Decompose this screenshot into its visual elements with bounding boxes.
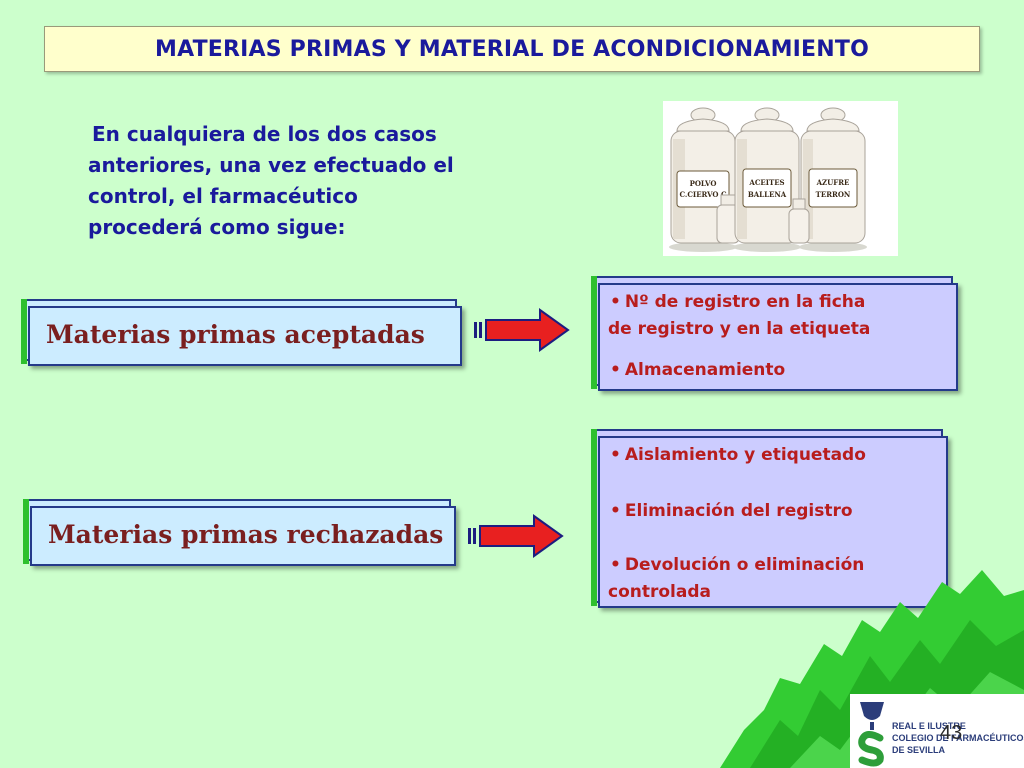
logo-line: DE SEVILLA bbox=[892, 745, 946, 755]
jars-illustration: POLVO C.CIERVO C ACEITES BALLENA AZUFRE … bbox=[663, 101, 898, 256]
jar-1: POLVO C.CIERVO C bbox=[670, 107, 736, 244]
category-accent-bar bbox=[23, 499, 29, 564]
list-item-continuation: controlada bbox=[608, 579, 711, 606]
bullet-icon: • bbox=[610, 360, 621, 380]
logo-line: COLEGIO DE FARMACÉUTICOS bbox=[892, 733, 1024, 743]
category-accepted: Materias primas aceptadas bbox=[21, 299, 462, 366]
bullet-icon: • bbox=[610, 555, 621, 575]
bullet-icon: • bbox=[610, 445, 621, 465]
jar-2-label-1: ACEITES bbox=[748, 178, 784, 187]
bullet-icon: • bbox=[610, 292, 621, 312]
list-item-text: Aislamiento y etiquetado bbox=[624, 445, 866, 465]
apothecary-jars-photo: POLVO C.CIERVO C ACEITES BALLENA AZUFRE … bbox=[663, 101, 898, 256]
small-bottle-right bbox=[788, 198, 810, 244]
category-rejected: Materias primas rechazadas bbox=[23, 499, 456, 566]
list-item-text: Devolución o eliminación bbox=[624, 555, 865, 575]
list-item-text: Nº de registro en la ficha bbox=[624, 292, 866, 312]
list-item: •Aislamiento y etiquetado bbox=[610, 442, 866, 469]
title-box: MATERIAS PRIMAS Y MATERIAL DE ACONDICION… bbox=[44, 26, 980, 72]
jar-3-label-2: TERRON bbox=[816, 190, 851, 199]
college-name: REAL E ILUSTRE COLEGIO DE FARMACÉUTICOS … bbox=[892, 720, 1024, 756]
list-accent-bar bbox=[591, 276, 597, 389]
rejected-actions-box: •Aislamiento y etiquetado •Eliminación d… bbox=[591, 429, 948, 608]
jar-2: ACEITES BALLENA bbox=[734, 107, 800, 244]
logo-line: REAL E ILUSTRE bbox=[892, 721, 966, 731]
arrow-right-icon bbox=[474, 308, 570, 352]
bullet-icon: • bbox=[610, 501, 621, 521]
list-item-text: Eliminación del registro bbox=[624, 501, 853, 521]
list-accent-bar bbox=[591, 429, 597, 606]
list-item: •Devolución o eliminación bbox=[610, 552, 864, 579]
jar-3: AZUFRE TERRON bbox=[800, 107, 866, 244]
intro-line: anteriores, una vez efectuado el bbox=[88, 153, 454, 177]
jar-3-label-1: AZUFRE bbox=[816, 178, 850, 187]
list-item-text: Almacenamiento bbox=[624, 360, 786, 380]
jar-1-label-2: C.CIERVO C bbox=[679, 190, 726, 199]
intro-line: procederá como sigue: bbox=[88, 215, 346, 239]
list-item: •Almacenamiento bbox=[610, 357, 785, 384]
list-item-text: controlada bbox=[608, 582, 711, 602]
jar-2-label-2: BALLENA bbox=[748, 190, 787, 199]
list-item-text: de registro y en la etiqueta bbox=[608, 319, 871, 339]
intro-line: En cualquiera de los dos casos bbox=[92, 122, 437, 146]
jar-1-label-1: POLVO bbox=[690, 179, 717, 188]
arrow-right-icon bbox=[468, 514, 564, 558]
list-item-continuation: de registro y en la etiqueta bbox=[608, 316, 870, 343]
intro-paragraph: En cualquiera de los dos casos anteriore… bbox=[88, 119, 528, 243]
category-accent-bar bbox=[21, 299, 27, 364]
list-item: •Eliminación del registro bbox=[610, 498, 853, 525]
intro-line: control, el farmacéutico bbox=[88, 184, 358, 208]
category-accepted-label: Materias primas aceptadas bbox=[46, 320, 425, 349]
list-item: •Nº de registro en la ficha bbox=[610, 289, 865, 316]
college-emblem-icon bbox=[858, 702, 884, 767]
page-title: MATERIAS PRIMAS Y MATERIAL DE ACONDICION… bbox=[154, 36, 870, 62]
accepted-actions-box: •Nº de registro en la ficha de registro … bbox=[591, 276, 958, 391]
college-logo: REAL E ILUSTRE COLEGIO DE FARMACÉUTICOS … bbox=[850, 694, 1024, 768]
slide-number: 43 bbox=[940, 722, 963, 744]
category-rejected-label: Materias primas rechazadas bbox=[48, 520, 444, 549]
